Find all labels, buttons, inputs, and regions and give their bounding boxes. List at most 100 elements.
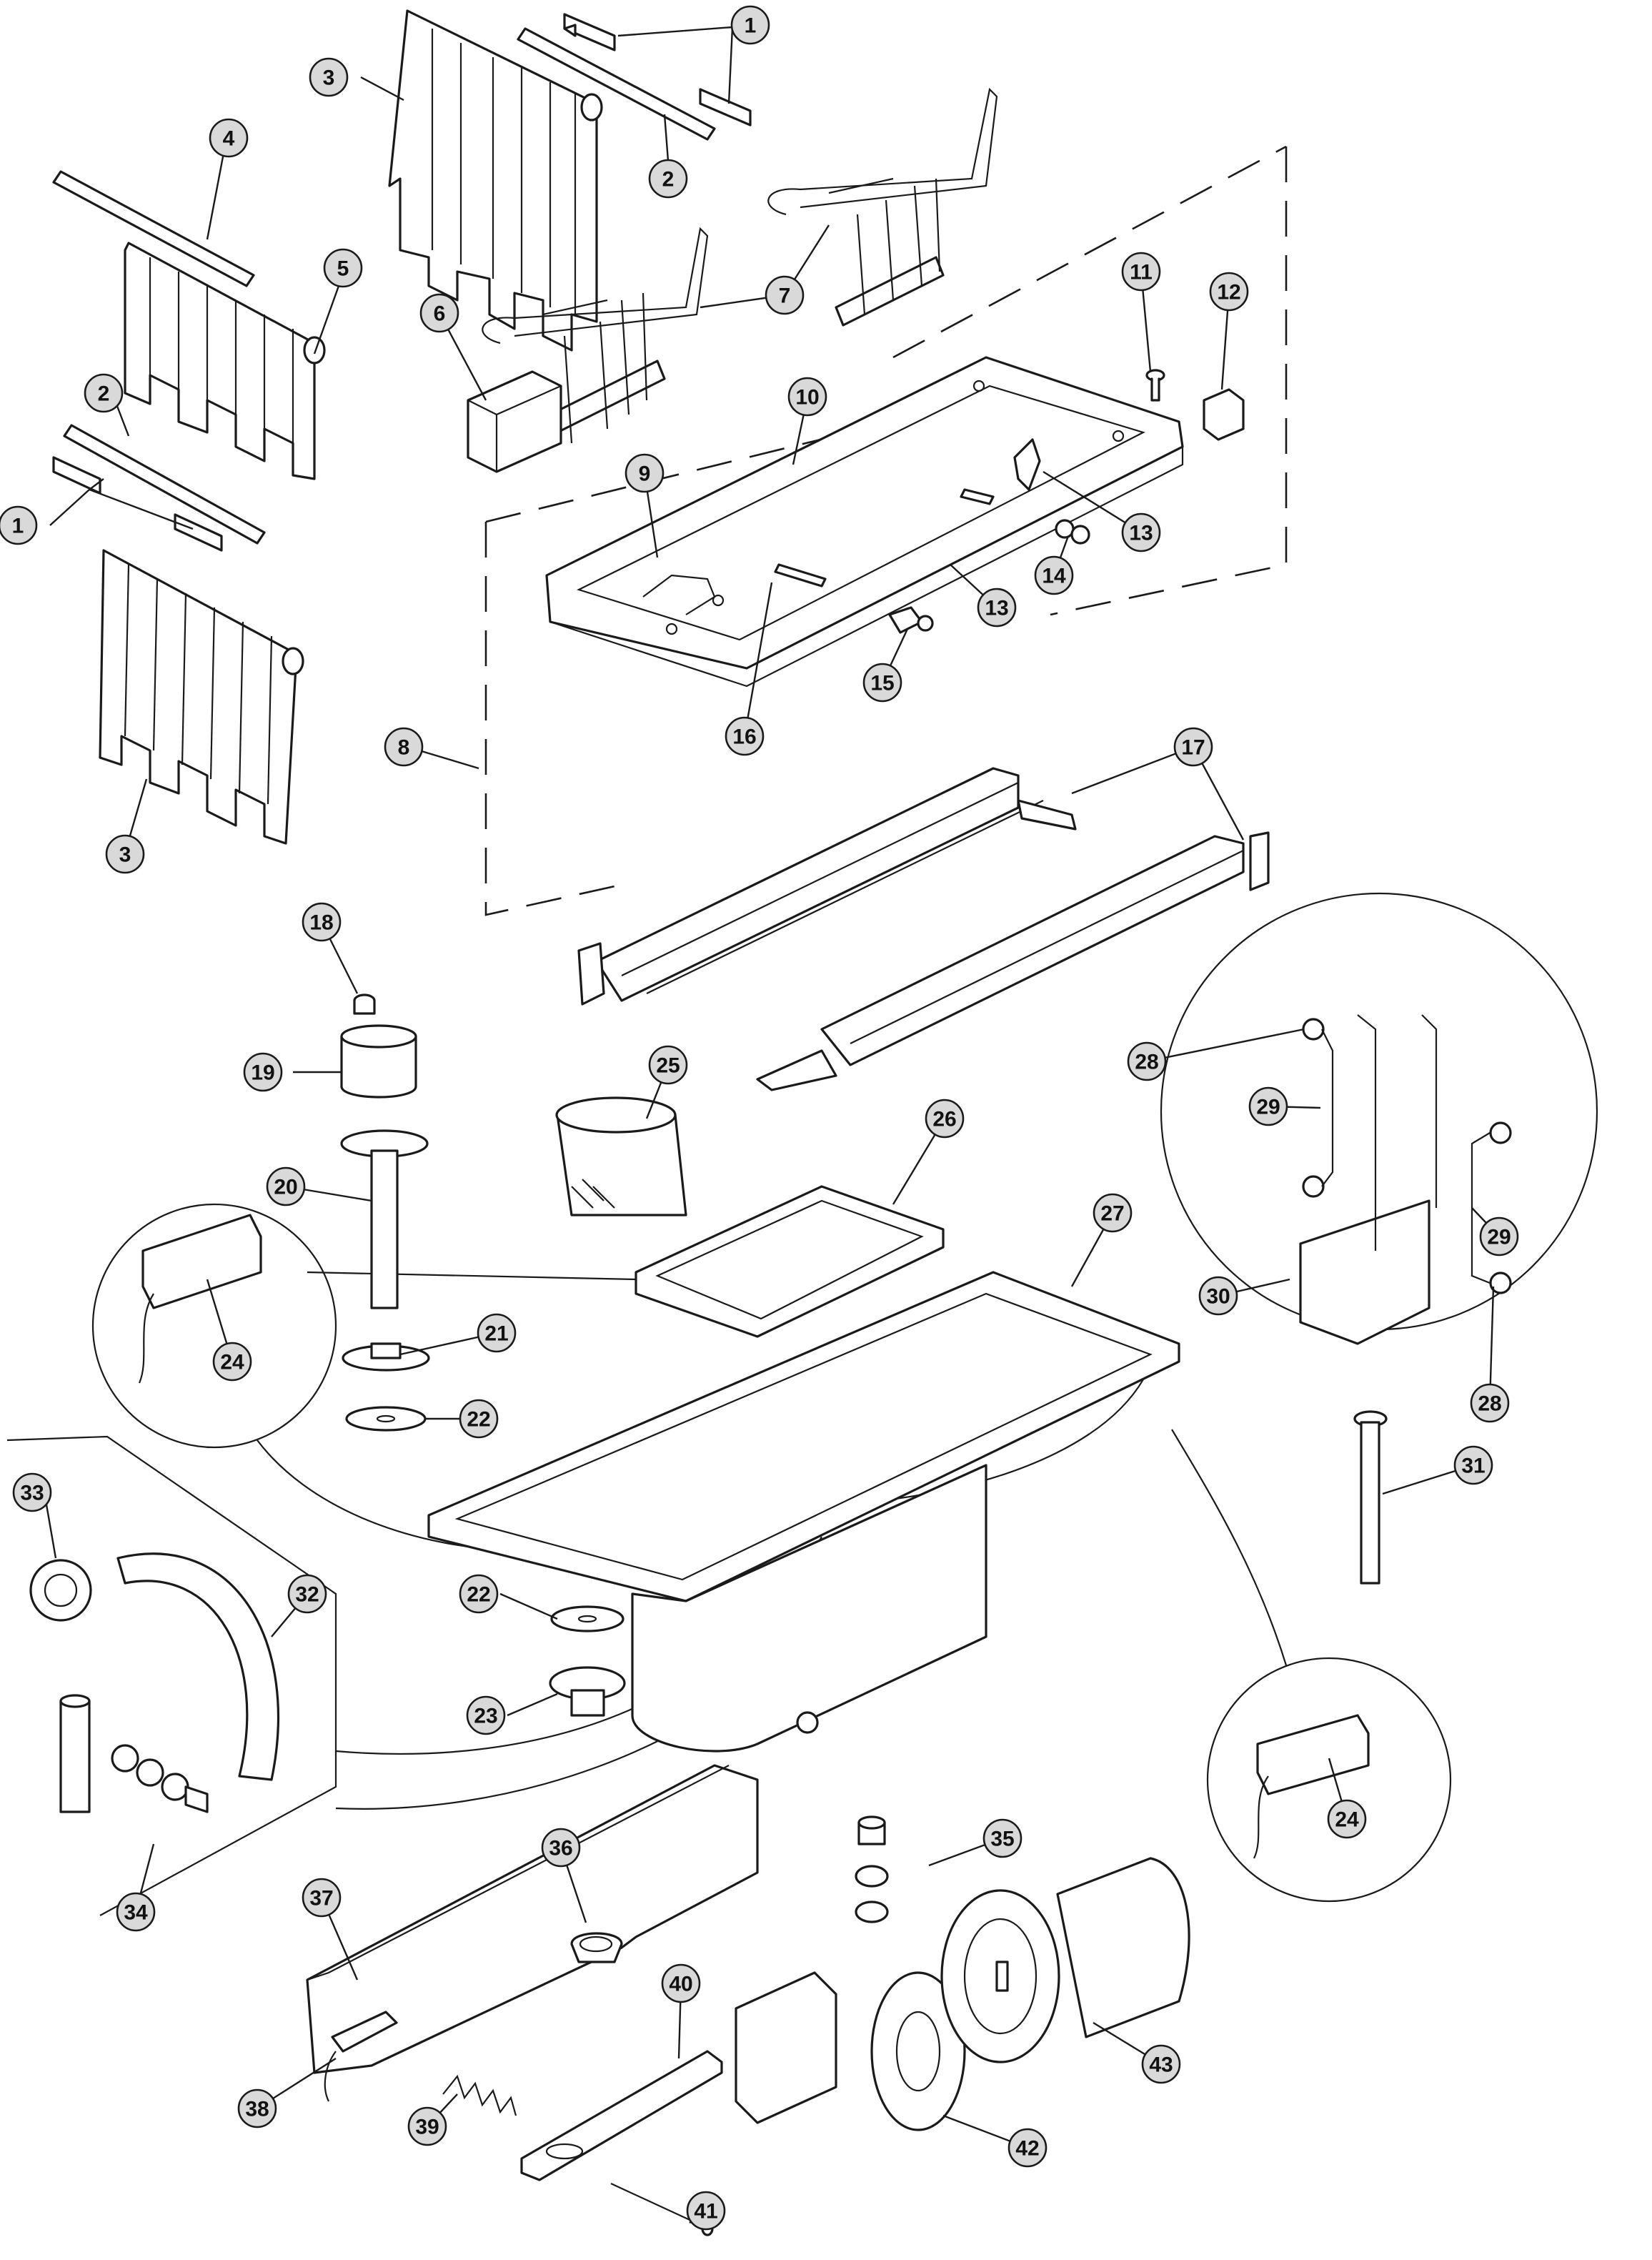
callout-bubble: [1121, 512, 1161, 552]
callout-13: 13: [977, 588, 1017, 628]
callout-35: 35: [982, 1818, 1022, 1858]
callout-number: 1: [12, 515, 24, 538]
callout-39: 39: [407, 2106, 447, 2146]
callout-30: 30: [1198, 1276, 1238, 1316]
callout-bubble: [12, 1472, 52, 1512]
callout-42: 42: [1007, 2128, 1048, 2168]
callout-bubble: [266, 1166, 306, 1206]
callout-bubble: [243, 1052, 283, 1092]
callout-11: 11: [1121, 252, 1161, 292]
callout-23: 23: [466, 1695, 506, 1735]
callout-36: 36: [541, 1828, 581, 1868]
spacer-block: [467, 370, 562, 473]
callout-number: 25: [656, 1054, 680, 1078]
callout-number: 2: [662, 168, 675, 192]
callout-number: 21: [484, 1322, 508, 1346]
callout-10: 10: [787, 377, 827, 417]
callout-28: 28: [1127, 1041, 1167, 1081]
callout-2: 2: [84, 373, 124, 413]
callout-bubble: [466, 1695, 506, 1735]
callout-number: 3: [119, 843, 131, 867]
callout-number: 29: [1487, 1226, 1511, 1249]
callout-bubble: [1327, 1799, 1367, 1839]
callout-8: 8: [384, 727, 424, 767]
standpipe-20: [340, 1129, 429, 1309]
callout-bubble: [1034, 555, 1074, 595]
gasket-22-upper: [345, 1406, 427, 1432]
callout-number: 43: [1149, 2053, 1173, 2077]
crumb-screen-26: [635, 1185, 945, 1338]
callout-27: 27: [1093, 1193, 1133, 1233]
callout-number: 7: [779, 284, 791, 308]
rod-left-lower: [63, 424, 266, 545]
callout-bubble: [1209, 272, 1249, 312]
callout-number: 34: [124, 1901, 148, 1925]
rod-left-upper: [52, 170, 255, 287]
callout-number: 32: [295, 1583, 319, 1607]
callout-number: 13: [985, 597, 1008, 620]
callout-number: 37: [309, 1887, 333, 1910]
callout-9: 9: [625, 453, 665, 493]
callout-34: 34: [116, 1892, 156, 1932]
callout-bubble: [862, 663, 902, 703]
callout-number: 39: [415, 2116, 439, 2139]
callout-13: 13: [1121, 512, 1161, 552]
callout-bubble: [648, 1045, 688, 1085]
rod-top: [517, 27, 716, 141]
callout-number: 5: [337, 257, 349, 281]
callout-number: 28: [1478, 1392, 1501, 1416]
callout-15: 15: [862, 663, 902, 703]
motor-43: [940, 1857, 1190, 2063]
callout-bubble: [459, 1574, 499, 1614]
callout-24: 24: [1327, 1799, 1367, 1839]
callout-24: 24: [212, 1342, 252, 1382]
callout-bubble: [977, 588, 1017, 628]
callout-bubble: [541, 1828, 581, 1868]
clip-top-b: [699, 88, 752, 127]
callout-6: 6: [419, 293, 459, 333]
callout-bubble: [1248, 1086, 1288, 1126]
callout-bubble: [765, 275, 805, 315]
lid-frame: [545, 356, 1184, 688]
crumb-basket-25: [555, 1096, 687, 1216]
callout-number: 35: [990, 1828, 1014, 1851]
callout-number: 24: [1335, 1808, 1359, 1832]
bracket-12: [1203, 388, 1245, 441]
basket-hanger-right: [767, 87, 998, 327]
callout-bubble: [105, 834, 145, 874]
callout-37: 37: [302, 1878, 342, 1918]
callout-bubble: [1173, 727, 1213, 767]
callout-bubble: [302, 902, 342, 942]
roller-15: [888, 606, 934, 634]
callout-bubble: [407, 2106, 447, 2146]
callout-bubble: [982, 1818, 1022, 1858]
callout-number: 9: [639, 462, 651, 486]
fitting-35: [855, 1815, 889, 1923]
callout-5: 5: [323, 248, 363, 288]
curtain-bottom: [99, 549, 304, 845]
callout-number: 4: [223, 127, 235, 151]
callout-38: 38: [237, 2088, 277, 2128]
nut-14: [1055, 519, 1090, 545]
callout-bubble: [384, 727, 424, 767]
callout-bubble: [212, 1342, 252, 1382]
frame-handle: [642, 574, 716, 615]
callout-bubble: [309, 57, 349, 97]
callout-bubble: [84, 373, 124, 413]
callout-40: 40: [661, 1963, 701, 2003]
callout-41: 41: [686, 2191, 726, 2231]
cap-18: [353, 993, 376, 1015]
callout-number: 42: [1015, 2137, 1039, 2161]
callout-bubble: [1453, 1445, 1493, 1485]
drain-23: [549, 1666, 626, 1717]
callout-bubble: [1007, 2128, 1048, 2168]
callout-26: 26: [925, 1099, 965, 1139]
callout-bubble: [625, 453, 665, 493]
bolt-13b: [960, 488, 995, 505]
callout-number: 13: [1129, 522, 1153, 545]
rail-lower: [756, 831, 1270, 1091]
callout-number: 19: [251, 1061, 274, 1085]
callout-number: 23: [474, 1705, 497, 1728]
callout-number: 3: [323, 66, 335, 90]
